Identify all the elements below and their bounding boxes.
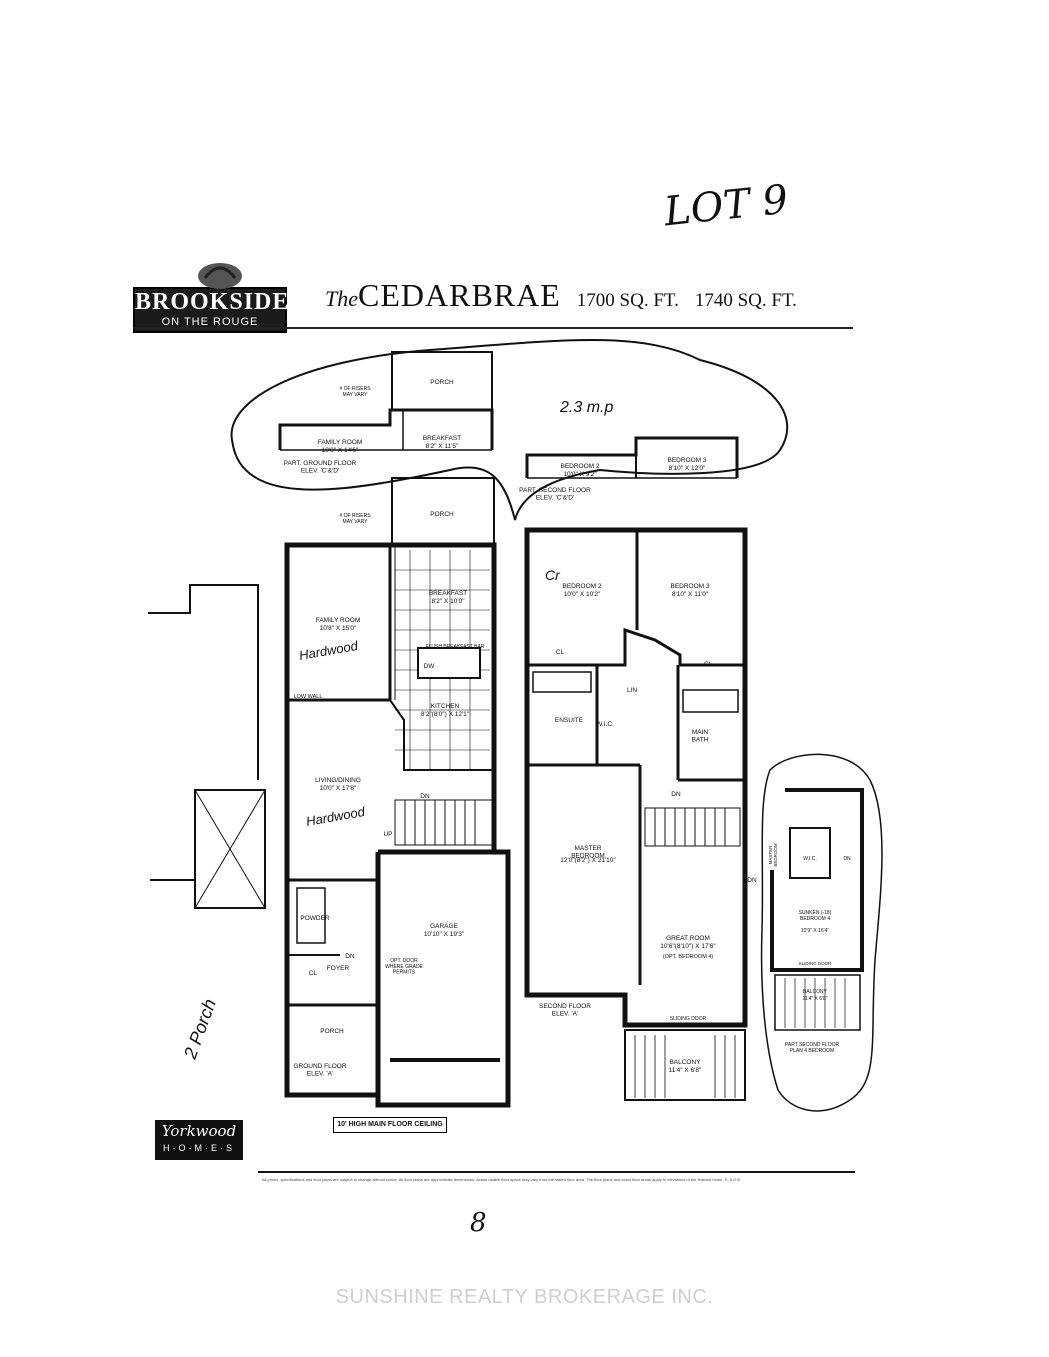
label-balcony-right: BALCONY	[803, 989, 828, 995]
note-hardwood-family: Hardwood	[298, 638, 360, 663]
label-foyer: FOYER	[327, 965, 350, 972]
label-balcony-right-dim: 11'4" X 6'8"	[802, 996, 827, 1002]
label-low-wall: LOW WALL	[294, 694, 323, 700]
second-floor-plan	[524, 527, 748, 1101]
label-breakfast: BREAKFAST	[429, 590, 467, 597]
label-cl-foyer: CL	[309, 970, 318, 977]
left-partial-plan	[148, 584, 266, 909]
label-cl-right: CL	[704, 661, 713, 668]
label-master-right: MASTERBEDROOM	[768, 843, 778, 867]
label-living: LIVING/DINING	[315, 777, 361, 784]
label-cl-left: CL	[556, 649, 565, 656]
leaf-emblem-icon	[195, 258, 245, 290]
label-garage-dim: 10'10" X 19'3"	[424, 931, 465, 938]
label-breakfast-cd: BREAKFAST	[423, 435, 461, 442]
label-breakfast-cd-dim: 8'2" X 11'5"	[426, 443, 459, 450]
label-lin: LIN	[627, 687, 637, 694]
brand-tagline: ON THE ROUGE	[161, 316, 259, 328]
note-bedroom-mark: Cr	[545, 567, 561, 583]
label-dw: DW	[424, 663, 436, 670]
label-family-dim: 10'8" X 15'0"	[320, 625, 357, 632]
brand-name: BROOKSIDE	[135, 289, 290, 315]
label-powder: POWDER	[300, 915, 330, 922]
note-hardwood-living: Hardwood	[305, 804, 367, 829]
label-breakfast-dim: 8'2" X 10'0"	[431, 598, 465, 605]
title-rule	[133, 327, 853, 329]
brookside-logo: BROOKSIDE ON THE ROUGE	[133, 287, 290, 333]
sqft-a: 1700 SQ. FT.	[576, 290, 679, 311]
label-wic-right: W.I.C.	[803, 856, 817, 862]
label-great-room: GREAT ROOM	[666, 935, 710, 942]
disclaimer-text: All prices, specifications and floor pla…	[262, 1177, 742, 1182]
label-sliding-door: SLIDING DOOR	[670, 1016, 707, 1022]
label-great-dim: 10'6"(8'10") X 17'6"	[660, 943, 716, 950]
label-ensuite: ENSUITE	[555, 717, 584, 724]
label-bed3-dim: 8'10" X 11'0"	[672, 591, 709, 598]
ceiling-note: 10' HIGH MAIN FLOOR CEILING	[333, 1117, 447, 1133]
label-master-dim: 12'0"(8'2") X 21'10"	[560, 857, 616, 864]
label-living-dim: 10'0" X 17'8"	[320, 785, 357, 792]
watermark: SUNSHINE REALTY BROKERAGE INC.	[335, 1286, 714, 1308]
label-dn-right: DN	[843, 856, 851, 862]
label-bed2-cd-dim: 10'0" X 9'2"	[563, 471, 597, 478]
label-bed2: BEDROOM 2	[562, 583, 601, 590]
label-sunken: SUNKEN (-18)BEDROOM 4	[799, 910, 832, 922]
part-ground-floor-plan	[278, 351, 494, 451]
label-bed2-cd: BEDROOM 2	[560, 463, 599, 470]
label-kitchen: KITCHEN	[431, 703, 460, 710]
handwritten-outline-right	[760, 753, 883, 1112]
ground-floor-plan	[284, 477, 511, 1108]
model-name: CEDARBRAE	[358, 277, 561, 313]
label-garage: GARAGE	[430, 923, 458, 930]
yorkwood-logo: Yorkwood H·O·M·E·S	[155, 1120, 243, 1160]
page-number-handwritten: 8	[470, 1208, 487, 1238]
handwritten-outline	[230, 339, 789, 521]
note-porch: 2 Porch	[180, 996, 220, 1062]
label-porch-bottom: PORCH	[320, 1028, 344, 1035]
label-porch-top: PORCH	[430, 511, 454, 518]
label-wic: W.I.C.	[596, 721, 614, 728]
part-second-right-plan	[770, 788, 864, 1031]
builder-name: Yorkwood	[161, 1122, 237, 1140]
title-prefix: The	[325, 286, 358, 311]
label-balcony: BALCONY	[669, 1059, 701, 1066]
label-bed3: BEDROOM 3	[670, 583, 709, 590]
label-bed3-cd-dim: 8'10" X 12'0"	[669, 465, 706, 472]
builder-sub: H·O·M·E·S	[163, 1143, 235, 1153]
label-breakfast-bar: FLUSH BREAKFAST BAR	[426, 644, 485, 650]
label-dn-second: DN	[671, 791, 681, 798]
label-dn-foyer: DN	[345, 953, 355, 960]
label-great-opt: (OPT. BEDROOM 4)	[663, 954, 714, 960]
label-family-cd-dim: 10'0" X 14'6"	[322, 447, 359, 454]
label-bed2-dim: 10'0" X 10'2"	[564, 591, 601, 598]
plan-title: TheCEDARBRAE 1700 SQ. FT. 1740 SQ. FT.	[325, 277, 797, 314]
label-dn-ground: DN	[420, 793, 430, 800]
label-family-room: FAMILY ROOM	[316, 617, 361, 624]
label-balcony-dim: 11'4" X 6'8"	[669, 1067, 702, 1074]
note-mp: 2.3 m.p	[559, 399, 613, 416]
label-sliding-right: SLIDING DOOR	[799, 961, 833, 966]
part-second-floor-plan	[525, 436, 739, 479]
label-sunken-dim: 10'9" X 16'4"	[801, 928, 829, 934]
label-up-ground: UP	[383, 831, 392, 838]
label-porch-cd: PORCH	[430, 379, 454, 386]
label-dn2-second: DN	[747, 877, 757, 884]
label-family-cd: FAMILY ROOM	[318, 439, 363, 446]
label-bed3-cd: BEDROOM 3	[667, 457, 706, 464]
label-kitchen-dim: 8'2"(8'0") X 12'1"	[421, 711, 470, 718]
sqft-b: 1740 SQ. FT.	[694, 290, 797, 311]
